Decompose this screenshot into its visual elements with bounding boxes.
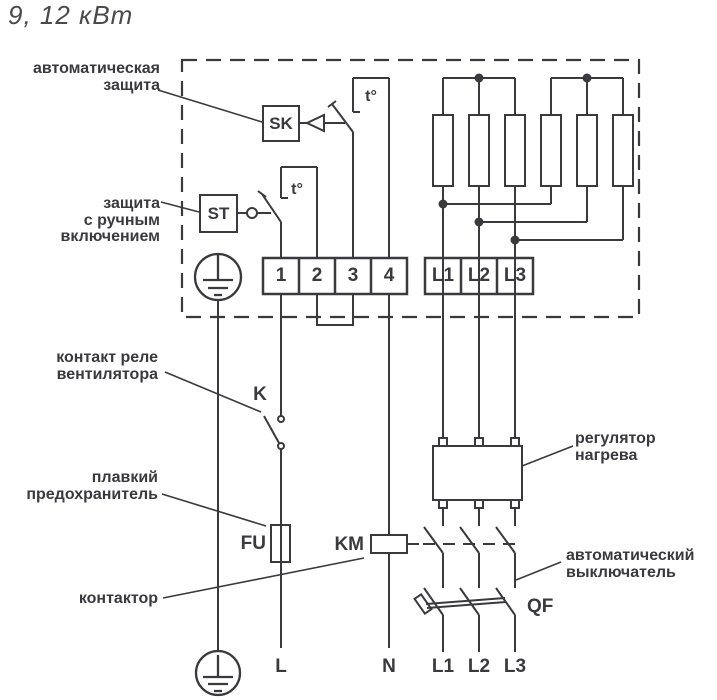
terminal-l1: L1 (431, 265, 455, 286)
fu-label: FU (240, 533, 266, 554)
sk-label: SK (269, 113, 293, 133)
k-label: K (253, 384, 267, 405)
sk-thermal-protector (262, 105, 345, 142)
ground-symbol-bottom (194, 649, 242, 697)
thermostat-tall-box (327, 77, 390, 258)
km-label: KM (334, 534, 364, 555)
callout-fuse: плавкий предохранитель (26, 469, 158, 503)
terminal-l2: L2 (467, 265, 491, 286)
callout-circuit-breaker: автоматический выключатель (566, 547, 695, 581)
callout-manual-protection: защита с ручным включением (60, 195, 160, 245)
ground-symbol-top (193, 252, 243, 302)
callout-auto-protection: автоматическая защита (32, 60, 160, 94)
bottom-terminal-l1: L1 (431, 656, 455, 677)
junction-dots (438, 73, 592, 245)
bottom-terminal-n: N (382, 656, 396, 677)
st-thermal-protector (199, 190, 282, 233)
callout-contactor: контактор (78, 590, 158, 607)
st-label: ST (207, 203, 230, 223)
page-title: 9, 12 кВт (8, 0, 134, 30)
heat-regulator-box (432, 437, 523, 509)
thermostat-small-box (280, 166, 318, 258)
thermostat-tall-label: t° (365, 88, 377, 105)
unit-boundary-dashed-box (180, 58, 641, 319)
terminal-block-control (261, 256, 409, 296)
qf-breaker (413, 587, 516, 652)
terminal-2: 2 (311, 265, 323, 286)
bottom-terminal-l: L (275, 656, 287, 677)
k-contact (263, 415, 285, 450)
bottom-terminal-l2: L2 (467, 656, 491, 677)
fuse-symbol (270, 524, 291, 563)
sk-arrow (304, 113, 325, 133)
callout-fan-relay-contact: контакт реле вентилятора (56, 349, 158, 383)
km-coil (370, 534, 408, 554)
terminal-3: 3 (347, 265, 359, 286)
terminal-1: 1 (275, 265, 287, 286)
qf-label: QF (527, 596, 554, 617)
qf-handle (413, 592, 433, 616)
km-contacts (423, 508, 516, 588)
bottom-terminal-l3: L3 (503, 656, 527, 677)
terminal-4: 4 (383, 265, 395, 286)
callout-heat-regulator: регулятор нагрева (575, 430, 656, 464)
thermostat-small-label: t° (291, 181, 303, 198)
jumper-2-3 (316, 294, 354, 326)
callout-pointers (157, 89, 574, 599)
terminal-l3: L3 (503, 265, 527, 286)
